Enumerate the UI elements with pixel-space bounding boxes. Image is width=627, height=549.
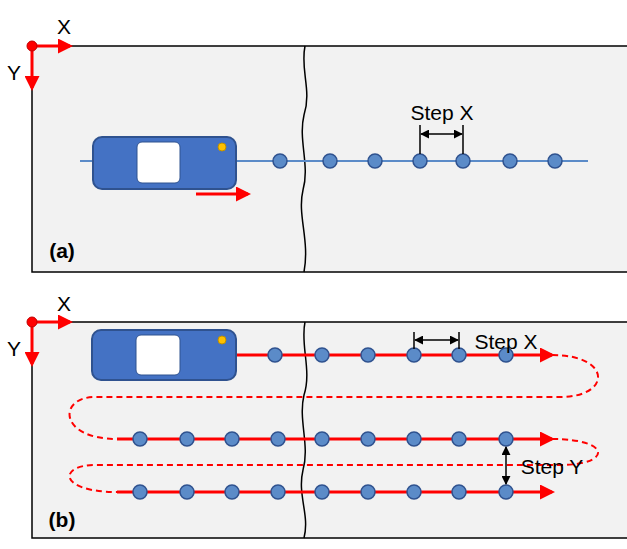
panel-label: (a) bbox=[49, 240, 75, 261]
measurement-point bbox=[368, 154, 382, 168]
x-axis-arrow bbox=[32, 45, 70, 48]
vehicle-body bbox=[92, 330, 236, 380]
measurement-point bbox=[315, 348, 329, 362]
measurement-point bbox=[361, 432, 375, 446]
dimension-arrow bbox=[415, 339, 458, 341]
crack-line bbox=[301, 46, 306, 272]
origin-dot bbox=[27, 41, 37, 51]
vehicle-window bbox=[137, 142, 180, 183]
measurement-point bbox=[323, 154, 337, 168]
measurement-point bbox=[407, 348, 421, 362]
measurement-point bbox=[452, 485, 466, 499]
measurement-point bbox=[452, 348, 466, 362]
motion-arrow bbox=[196, 193, 248, 196]
axis-label: Y bbox=[7, 62, 21, 83]
vehicle-window bbox=[136, 335, 180, 375]
surface-panel bbox=[32, 322, 627, 538]
measurement-point bbox=[456, 154, 470, 168]
origin-dot bbox=[27, 317, 37, 327]
measurement-point bbox=[180, 485, 194, 499]
y-axis-arrow bbox=[31, 322, 34, 364]
y-axis-arrow bbox=[31, 46, 34, 88]
sensor-dot bbox=[218, 143, 226, 151]
measurement-point bbox=[273, 154, 287, 168]
measurement-point bbox=[499, 432, 513, 446]
measurement-point bbox=[499, 485, 513, 499]
measurement-point bbox=[361, 485, 375, 499]
measurement-point bbox=[271, 485, 285, 499]
vehicle-body bbox=[93, 137, 236, 189]
axis-label: X bbox=[57, 293, 71, 314]
axis-label: Y bbox=[7, 338, 21, 359]
x-axis-arrow bbox=[32, 321, 70, 324]
measurement-point bbox=[503, 154, 517, 168]
measurement-point bbox=[452, 432, 466, 446]
dimension-label: Step X bbox=[474, 331, 537, 352]
measurement-point bbox=[180, 432, 194, 446]
measurement-point bbox=[271, 432, 285, 446]
sensor-dot bbox=[218, 336, 226, 344]
measurement-point bbox=[407, 432, 421, 446]
measurement-point bbox=[548, 154, 562, 168]
dimension-tick bbox=[413, 332, 415, 349]
measurement-point bbox=[225, 432, 239, 446]
measurement-point bbox=[413, 154, 427, 168]
dimension-tick bbox=[462, 125, 464, 154]
measurement-point bbox=[133, 432, 147, 446]
dimension-tick bbox=[458, 332, 460, 349]
panel-label: (b) bbox=[49, 509, 76, 530]
dimension-label: Step X bbox=[410, 102, 473, 123]
axis-label: X bbox=[57, 16, 71, 37]
measurement-point bbox=[268, 348, 282, 362]
measurement-point bbox=[133, 485, 147, 499]
turn-path bbox=[70, 439, 599, 492]
measurement-point bbox=[225, 485, 239, 499]
measurement-point bbox=[315, 432, 329, 446]
measurement-point bbox=[361, 348, 375, 362]
dimension-arrow bbox=[505, 447, 507, 484]
dimension-arrow bbox=[421, 133, 462, 135]
measurement-point bbox=[407, 485, 421, 499]
measurement-point bbox=[315, 485, 329, 499]
surface-panel bbox=[32, 46, 627, 272]
dimension-label: Step Y bbox=[521, 456, 584, 477]
dimension-tick bbox=[419, 125, 421, 154]
